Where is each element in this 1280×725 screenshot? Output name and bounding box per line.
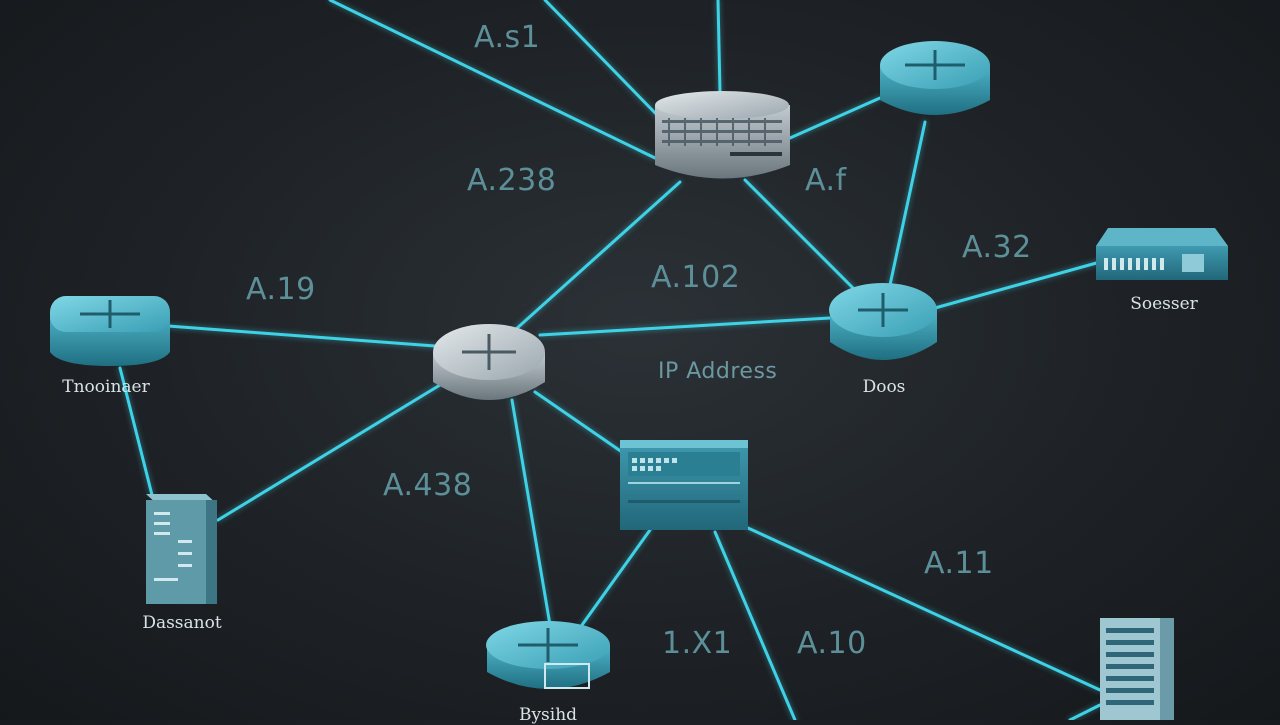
server-box-icon[interactable] bbox=[1096, 228, 1228, 280]
link-left-router-tower bbox=[118, 366, 154, 497]
link-core-router-tr bbox=[788, 96, 882, 140]
link-switch-bottom-router bbox=[580, 528, 652, 627]
edge-label-a-238: A.238 bbox=[467, 163, 557, 198]
link-left-router-hub bbox=[166, 324, 437, 348]
ip-address-label: IP Address bbox=[658, 359, 778, 384]
edge-label-a-f: A.f bbox=[805, 163, 847, 198]
link-core-hub bbox=[513, 180, 682, 332]
link-rack-bottom bbox=[1068, 703, 1102, 720]
device-label-left-tower: Dassanot bbox=[142, 613, 222, 633]
edge-label-a-438: A.438 bbox=[383, 468, 473, 503]
link-router-tr-right-router bbox=[888, 120, 927, 287]
device-label-bottom-router: Bysihd bbox=[518, 705, 578, 725]
edge-label-a-19: A.19 bbox=[246, 272, 316, 307]
edge-label-a-102: A.102 bbox=[651, 260, 741, 295]
edge-label-a-10: A.10 bbox=[797, 626, 867, 661]
rack-server-icon[interactable] bbox=[1100, 618, 1174, 720]
router-bottom-icon[interactable] bbox=[486, 621, 610, 689]
hub-router-icon[interactable] bbox=[433, 324, 545, 400]
link-right-router-server bbox=[933, 260, 1102, 310]
edge-label-a-11: A.11 bbox=[924, 546, 994, 581]
router-right-icon[interactable] bbox=[829, 283, 937, 360]
link-top-left bbox=[328, 0, 657, 160]
links bbox=[118, 0, 1102, 720]
link-hub-bottom-router bbox=[510, 398, 552, 627]
device-label-server: Soesser bbox=[1130, 294, 1198, 314]
switch-icon[interactable] bbox=[620, 440, 748, 530]
link-top-mid bbox=[543, 0, 662, 120]
edge-label-1-x1: 1.X1 bbox=[662, 626, 733, 661]
edge-label-a-32: A.32 bbox=[962, 230, 1032, 265]
device-label-right-router: Doos bbox=[862, 377, 906, 397]
link-top-vert bbox=[716, 0, 722, 94]
core-server-icon[interactable] bbox=[655, 91, 790, 179]
router-top-right-icon[interactable] bbox=[880, 41, 990, 115]
device-label-left-router: Tnooinaer bbox=[62, 377, 150, 397]
link-hub-tower bbox=[216, 383, 442, 522]
router-left-icon[interactable] bbox=[50, 296, 170, 366]
link-hub-switch bbox=[533, 390, 624, 454]
link-core-right-router bbox=[743, 178, 857, 292]
link-hub-right-router bbox=[538, 316, 832, 337]
tower-server-icon[interactable] bbox=[146, 494, 217, 604]
edge-label-a-s1: A.s1 bbox=[474, 20, 541, 55]
link-switch-rack bbox=[746, 526, 1102, 692]
link-switch-bottom bbox=[713, 530, 797, 720]
